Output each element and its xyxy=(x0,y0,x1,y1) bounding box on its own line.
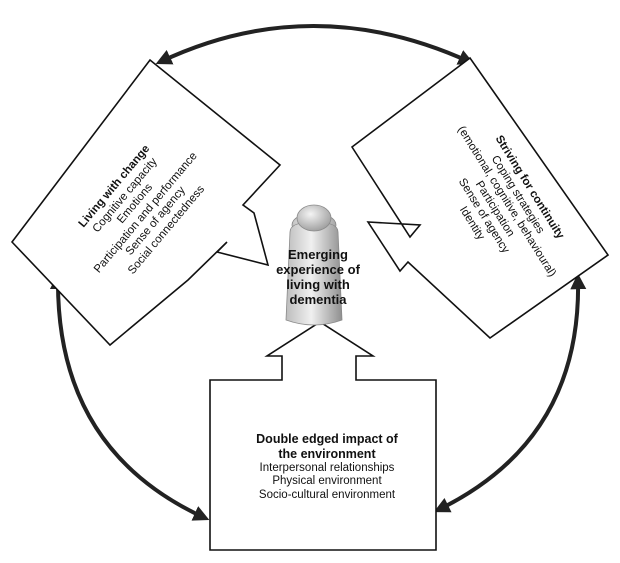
double-edged-impact-block: Double edged impact of the environment I… xyxy=(222,432,432,502)
center-line: living with xyxy=(286,276,350,292)
right-box-shape xyxy=(350,56,610,340)
center-line: Emerging xyxy=(288,247,348,262)
left-box-shape xyxy=(10,58,282,347)
emerging-experience-label: Emerging experience of living with demen… xyxy=(268,247,368,308)
bottom-box-item: Physical environment xyxy=(272,475,382,488)
bottom-box-item: Interpersonal relationships xyxy=(259,461,395,474)
bottom-box-item: Socio-cultural environment xyxy=(258,488,396,501)
bottom-box-shape xyxy=(209,321,437,551)
bottom-box-title-line: the environment xyxy=(278,446,376,461)
right-cycle-arrow xyxy=(433,273,587,513)
left-cycle-arrow xyxy=(49,273,210,521)
top-cycle-arrow xyxy=(155,24,475,65)
bottom-box-title-line: Double edged impact of xyxy=(256,432,398,446)
person-figure-icon xyxy=(285,204,343,326)
center-line: dementia xyxy=(289,291,347,307)
center-line: experience of xyxy=(276,261,360,277)
